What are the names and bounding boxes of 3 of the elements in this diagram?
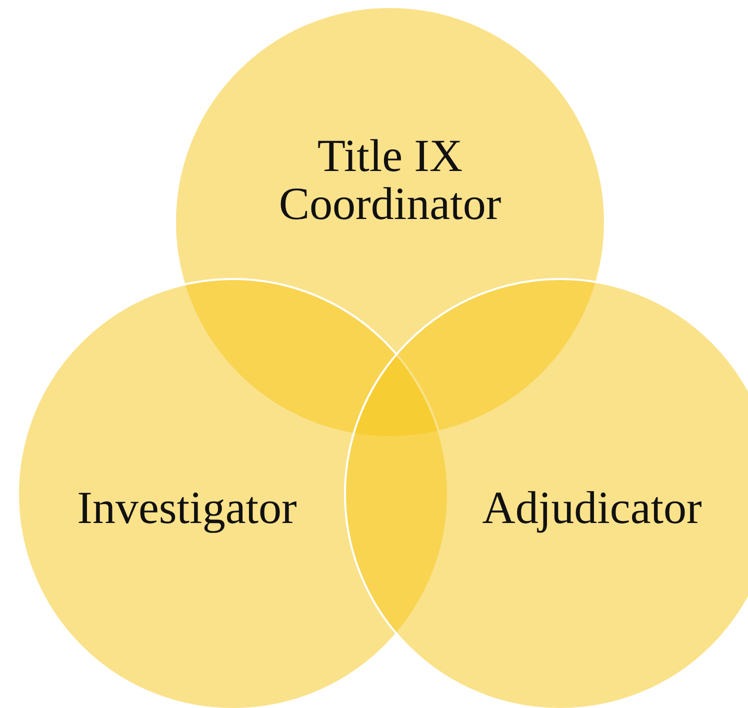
- circle-label: Title IX Coordinator: [278, 132, 502, 228]
- circle-label: Investigator: [76, 484, 298, 532]
- circle-label: Adjudicator: [481, 484, 703, 532]
